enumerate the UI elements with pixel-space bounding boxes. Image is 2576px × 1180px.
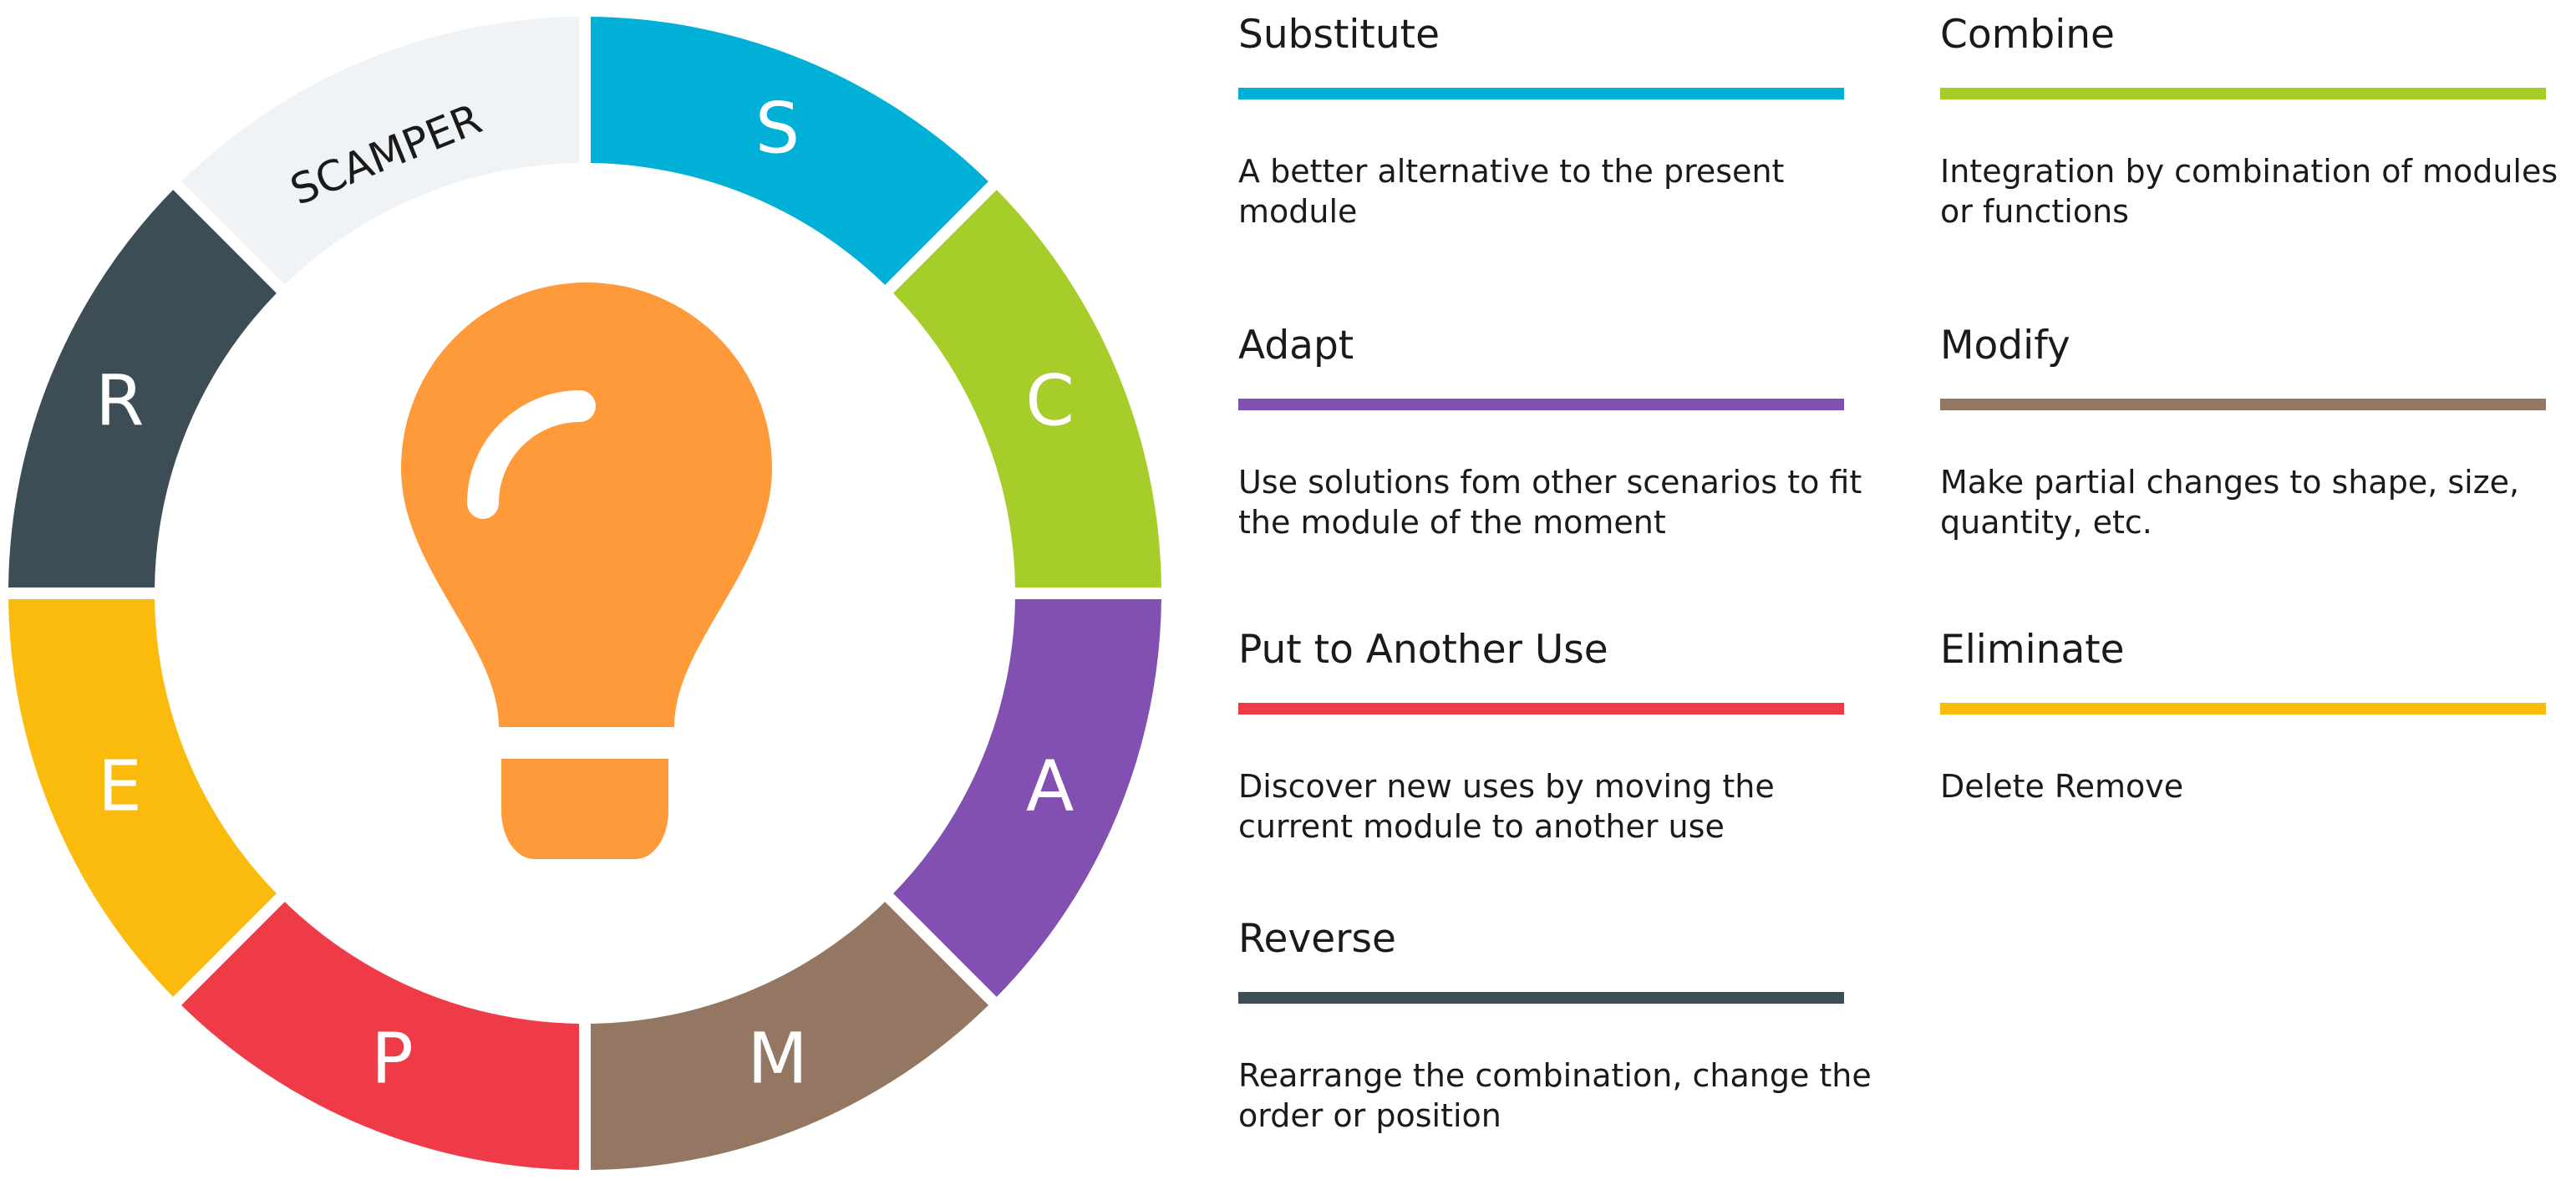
- bulb-glass: [401, 282, 772, 727]
- lightbulb-icon: [401, 282, 772, 859]
- card-description: Rearrange the combination, change the or…: [1238, 1057, 1872, 1134]
- card-substitute: Substitute A better alternative to the pr…: [1238, 15, 1858, 231]
- card-title: Reverse: [1238, 916, 1396, 962]
- card-color-bar: [1940, 399, 2546, 410]
- wheel-segment-m: [590, 902, 988, 1170]
- card-description: Use solutions fom other scenarios to fit…: [1238, 464, 1862, 541]
- bulb-highlight: [467, 390, 596, 519]
- card-description: Make partial changes to shape, size, qua…: [1940, 464, 2520, 541]
- card-description: Integration by combination of modules or…: [1940, 153, 2558, 230]
- card-title: Modify: [1940, 323, 2070, 369]
- wheel-letter-s: S: [755, 87, 800, 169]
- wheel-letter-m: M: [747, 1018, 807, 1100]
- card-color-bar: [1940, 88, 2546, 99]
- card-color-bar: [1238, 992, 1844, 1004]
- bulb-base: [501, 759, 668, 859]
- wheel-segment-s: [590, 17, 988, 285]
- card-title: Eliminate: [1940, 627, 2125, 673]
- wheel-segment-r: [8, 190, 277, 588]
- wheel-segment-a: [893, 598, 1161, 997]
- scamper-wheel: SCAMPER SCAMPER: [8, 17, 1161, 1170]
- wheel-segment-p: [181, 902, 580, 1170]
- wheel-letter-r: R: [95, 359, 144, 441]
- card-description: Discover new uses by moving the current …: [1238, 768, 1775, 845]
- card-title: Combine: [1940, 12, 2115, 58]
- card-title: Put to Another Use: [1238, 627, 1608, 673]
- card-title: Adapt: [1238, 323, 1354, 369]
- wheel-segment-title: [181, 17, 580, 285]
- wheel-segment-e: [8, 598, 277, 997]
- card-color-bar: [1238, 703, 1844, 715]
- card-description: Delete Remove: [1940, 768, 2184, 805]
- wheel-segment-c: [893, 190, 1161, 588]
- card-color-bar: [1238, 399, 1844, 410]
- wheel-letter-e: E: [98, 745, 142, 827]
- wheel-letter-c: C: [1025, 359, 1075, 441]
- wheel-letter-a: A: [1026, 745, 1074, 827]
- card-color-bar: [1238, 88, 1844, 99]
- wheel-letter-p: P: [371, 1018, 414, 1100]
- card-description: A better alternative to the present modu…: [1238, 153, 1785, 230]
- card-title: Substitute: [1238, 12, 1440, 58]
- card-color-bar: [1940, 703, 2546, 715]
